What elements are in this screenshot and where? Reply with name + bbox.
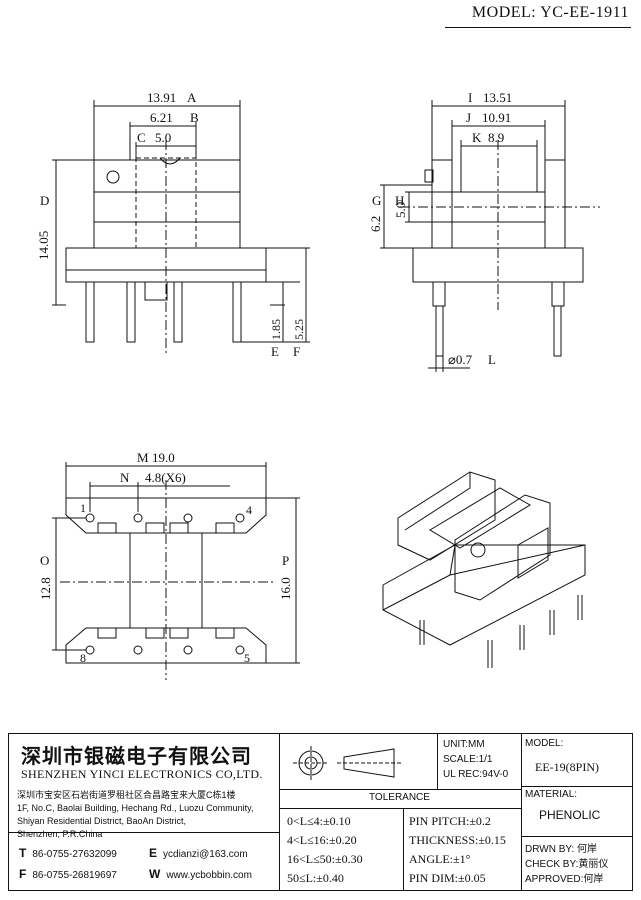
email-letter: E (149, 846, 158, 860)
dim-o-letter: O (40, 553, 49, 568)
model-value: EE-19(8PIN) (535, 760, 599, 774)
model-title: MODEL: YC-EE-1911 (471, 4, 629, 21)
dim-g-value: 6.2 (368, 216, 383, 232)
tolerance-row: PIN DIM:±0.05 (409, 871, 486, 885)
address-line: 深圳市宝安区石岩街道罗租社区合昌路宝来大厦C栋1楼 (17, 790, 236, 800)
dim-p-value: 16.0 (278, 577, 293, 600)
dim-b-value: 6.21 (150, 110, 173, 125)
unit-label: UNIT:MM (443, 739, 485, 750)
dim-l-value: ⌀0.7 (448, 352, 473, 367)
approved-by: APPROVED:何岸 (525, 874, 604, 885)
pin-label-1: 1 (80, 501, 86, 515)
front-view (52, 100, 310, 355)
address-line: Shenzhen, P.R.China (17, 829, 103, 839)
dim-m-letter: M (137, 450, 149, 465)
dim-f-value: 5.25 (292, 319, 306, 340)
dim-i-value: 13.51 (483, 90, 512, 105)
isometric-view (382, 471, 586, 668)
material-label: MATERIAL: (525, 789, 578, 800)
dim-d-letter: D (40, 193, 49, 208)
company-name-cn: 深圳市银磁电子有限公司 (21, 744, 252, 768)
dim-e-value: 1.85 (269, 319, 283, 340)
address-line: 1F, No.C, Baolai Building, Hechang Rd., … (17, 803, 254, 813)
tolerance-row: PIN PITCH:±0.2 (409, 814, 491, 828)
dim-i-letter: I (468, 90, 472, 105)
dim-h-letter: H (395, 193, 404, 208)
tolerance-title: TOLERANCE (369, 792, 430, 803)
projection-symbol-icon (293, 746, 401, 780)
dim-j-letter: J (466, 110, 471, 125)
pin-label-8: 8 (80, 651, 86, 665)
tolerance-row: 50≤L:±0.40 (287, 871, 344, 885)
title-underline (445, 27, 631, 28)
dim-m-value: 19.0 (152, 450, 175, 465)
dim-n-value: 4.8(X6) (145, 470, 186, 485)
dim-j-value: 10.91 (482, 110, 511, 125)
dim-p-letter: P (282, 553, 289, 568)
tel-number: 86-0755-27632099 (32, 849, 117, 860)
tolerance-row: 4<L≤16:±0.20 (287, 833, 357, 847)
dim-a-value: 13.91 (147, 90, 176, 105)
ul-rec-label: UL REC:94V-0 (443, 769, 509, 780)
dim-n-letter: N (120, 470, 130, 485)
dim-c-value: 5.0 (155, 130, 171, 145)
dim-f-letter: F (293, 344, 300, 359)
tolerance-row: 0<L≤4:±0.10 (287, 814, 351, 828)
web-address: www.ycbobbin.com (166, 870, 252, 881)
model-label: MODEL: (525, 738, 564, 749)
drawn-by: DRWN BY: 何岸 (525, 844, 598, 855)
bottom-view (52, 462, 300, 680)
company-name-en: SHENZHEN YINCI ELECTRONICS CO,LTD. (21, 767, 263, 781)
scale-label: SCALE:1/1 (443, 754, 493, 765)
address-line: Shiyan Residential District, BaoAn Distr… (17, 816, 187, 826)
tel-row: T 86-0755-27632099 (19, 846, 117, 860)
check-by: CHECK BY:黄丽仪 (525, 859, 609, 870)
dim-k-letter: K (472, 130, 482, 145)
company-address: 深圳市宝安区石岩街道罗租社区合昌路宝来大厦C栋1楼 1F, No.C, Baol… (17, 789, 279, 841)
web-letter: W (149, 867, 161, 881)
dim-h-value: 5.0 (393, 202, 408, 218)
dim-d-value: 14.05 (36, 231, 51, 260)
pin-label-4: 4 (246, 503, 252, 517)
dim-k-value: 8.9 (488, 130, 504, 145)
dim-c-letter: C (137, 130, 146, 145)
dim-l-letter: L (488, 352, 496, 367)
dim-b-letter: B (190, 110, 199, 125)
tolerance-row: 16<L≤50:±0.30 (287, 852, 363, 866)
tel-letter: T (19, 846, 27, 860)
signoff-block: DRWN BY: 何岸 CHECK BY:黄丽仪 APPROVED:何岸 (525, 842, 608, 887)
tolerance-left-list: 0<L≤4:±0.10 4<L≤16:±0.20 16<L≤50:±0.30 5… (287, 812, 363, 888)
dim-a-letter: A (187, 90, 197, 105)
email-address: ycdianzi@163.com (163, 849, 248, 860)
fax-row: F 86-0755-26819697 (19, 867, 117, 881)
tolerance-row: THICKNESS:±0.15 (409, 833, 506, 847)
technical-drawing: 13.91 A 6.21 B C 5.0 D 14.05 1.85 5.25 E… (36, 90, 600, 680)
material-value: PHENOLIC (539, 808, 601, 822)
fax-letter: F (19, 867, 27, 881)
side-view (380, 100, 600, 372)
dim-e-letter: E (271, 344, 279, 359)
pin-label-5: 5 (244, 651, 250, 665)
fax-number: 86-0755-26819697 (32, 870, 117, 881)
tolerance-row: ANGLE:±1° (409, 852, 471, 866)
dim-o-value: 12.8 (38, 577, 53, 600)
title-block: 深圳市银磁电子有限公司 SHENZHEN YINCI ELECTRONICS C… (8, 733, 633, 891)
dim-g-letter: G (372, 193, 381, 208)
tolerance-right-list: PIN PITCH:±0.2 THICKNESS:±0.15 ANGLE:±1°… (409, 812, 506, 888)
